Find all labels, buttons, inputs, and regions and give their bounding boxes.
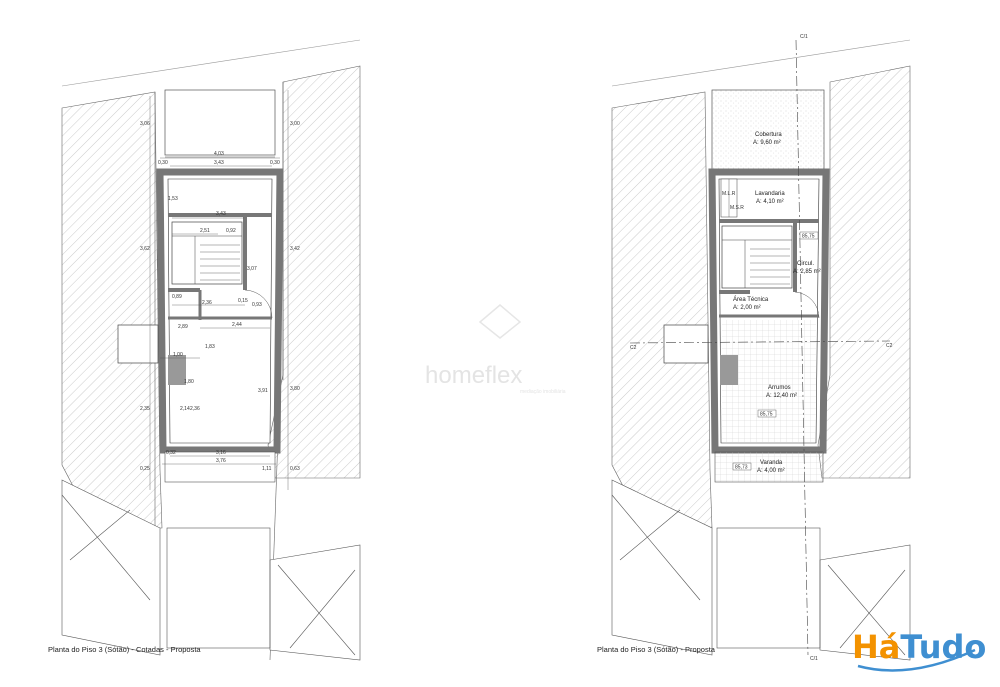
level-mark: 85,75 (760, 412, 773, 418)
dim-label: 4,03 (214, 151, 224, 157)
room-area: A: 12,40 m² (766, 393, 797, 399)
left-plan: 4,03 3,43 0,30 0,30 1,53 3,43 2,51 0,92 … (48, 39, 361, 661)
dim-label: 2,35 (140, 406, 150, 412)
room-area: A: 9,60 m² (753, 140, 781, 146)
svg-text:HáTudo: HáTudo (852, 628, 986, 666)
left-dimensions: 4,03 3,43 0,30 0,30 1,53 3,43 2,51 0,92 … (140, 121, 300, 472)
right-plan-title: Planta do Piso 3 (Sótão) - Proposta (597, 645, 716, 654)
left-stairs (171, 221, 243, 285)
dim-label: 2,36 (202, 300, 212, 306)
level-mark: 85,73 (735, 465, 748, 471)
right-stairs (721, 225, 793, 289)
dim-label: 2,36 (190, 406, 200, 412)
dim-label: 0,32 (166, 450, 176, 456)
dim-label: 3,43 (214, 160, 224, 166)
room-name: Cobertura (755, 132, 782, 138)
dim-label: 2,51 (200, 228, 210, 234)
section-line-c1 (795, 39, 809, 656)
dim-label: 1,83 (205, 344, 215, 350)
room-name: Lavandaria (755, 191, 785, 197)
room-area: A: 4,10 m² (756, 199, 784, 205)
dim-label: 0,93 (252, 302, 262, 308)
dim-label: 3,06 (140, 121, 150, 127)
level-mark: 85,75 (802, 234, 815, 240)
small-label: M.L.R (722, 191, 736, 197)
dim-label: 3,07 (247, 266, 257, 272)
small-label: M.S.R (730, 205, 744, 211)
watermark-brand: homeflex (425, 362, 522, 389)
dim-label: 1,53 (168, 196, 178, 202)
section-mark: C2 (886, 343, 893, 349)
dim-label: 0,92 (226, 228, 236, 234)
left-neighbor-hatch (611, 91, 713, 529)
dim-label: 2,14 (180, 406, 190, 412)
room-name: Área Técnica (733, 296, 769, 303)
left-neighbor-hatch (61, 91, 163, 529)
dim-label: 2,89 (178, 324, 188, 330)
left-walls (156, 168, 284, 454)
dim-label: 3,80 (290, 386, 300, 392)
dim-label: 0,30 (158, 160, 168, 166)
dim-label: 1,80 (184, 379, 194, 385)
room-labels: Cobertura A: 9,60 m² Lavandaria A: 4,10 … (733, 132, 821, 474)
right-plan: M.L.R M.S.R (597, 34, 911, 662)
roof-area (711, 89, 825, 171)
section-mark: C/1 (800, 34, 808, 40)
dim-label: 3,43 (216, 211, 226, 217)
balcony (714, 451, 824, 483)
right-walls (708, 168, 830, 454)
dim-label: 0,25 (140, 466, 150, 472)
section-mark: C2 (630, 345, 637, 351)
room-name: Circul. (797, 261, 814, 267)
room-area: A: 2,00 m² (733, 305, 761, 311)
section-line-c2 (629, 340, 891, 344)
dim-label: 3,16 (216, 450, 226, 456)
dim-label: 3,00 (290, 121, 300, 127)
hatudo-logo: HáTudo (852, 628, 986, 672)
dim-label: 3,42 (290, 246, 300, 252)
logo-part-2: Tudo (900, 628, 986, 666)
watermark-tagline: mediação imobiliária (520, 389, 566, 395)
section-mark: C/1 (810, 656, 818, 662)
dim-label: 0,63 (290, 466, 300, 472)
dim-label: 3,62 (140, 246, 150, 252)
logo-part-1: Há (852, 628, 900, 666)
dim-label: 1,11 (262, 466, 272, 472)
room-area: A: 2,85 m² (793, 269, 821, 275)
watermark: homeflex mediação imobiliária (425, 304, 566, 395)
left-plan-title: Planta do Piso 3 (Sótão) - Cotadas - Pro… (48, 645, 201, 654)
dim-label: 3,76 (216, 458, 226, 464)
dim-label: 3,91 (258, 388, 268, 394)
dim-label: 0,30 (270, 160, 280, 166)
room-name: Arrumos (768, 385, 791, 391)
dim-label: 0,89 (172, 294, 182, 300)
dim-label: 2,44 (232, 322, 242, 328)
room-area: A: 4,00 m² (757, 468, 785, 474)
room-name: Varanda (760, 460, 783, 466)
right-neighbor-hatch (817, 65, 911, 479)
dim-label: 0,15 (238, 298, 248, 304)
dim-label: 1,00 (173, 352, 183, 358)
